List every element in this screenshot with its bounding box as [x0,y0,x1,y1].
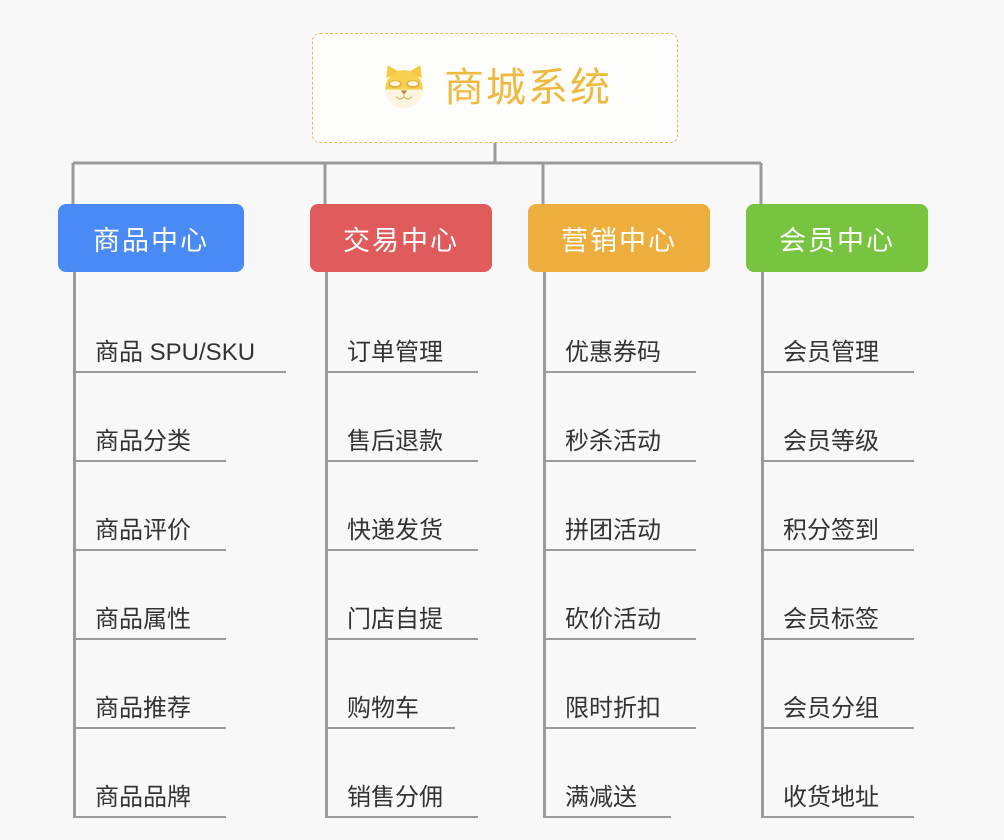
leaf-item-label: 商品推荐 [95,695,191,722]
leaf-item-label: 商品分类 [95,428,191,455]
leaf-item[interactable]: 销售分佣 [325,729,492,818]
leaf-item-label: 会员标签 [783,606,879,633]
leaf-item-label: 门店自提 [347,606,443,633]
leaf-item-label: 拼团活动 [565,517,661,544]
leaf-item-underline [73,549,226,551]
branch-column-member-center: 会员中心会员管理会员等级积分签到会员标签会员分组收货地址 [746,204,928,818]
leaf-item-underline [73,638,226,640]
leaf-item-underline [543,549,696,551]
leaf-item-underline [325,816,478,818]
branch-column-trade-center: 交易中心订单管理售后退款快递发货门店自提购物车销售分佣 [310,204,492,818]
leaf-item-underline [543,460,696,462]
leaf-item-underline [325,727,455,729]
leaf-item-label: 会员分组 [783,695,879,722]
branch-header-member-center[interactable]: 会员中心 [746,204,928,272]
leaf-item-label: 积分签到 [783,517,879,544]
leaf-item-underline [73,460,226,462]
leaf-item-underline [761,460,914,462]
leaf-item[interactable]: 商品属性 [73,551,244,640]
branch-items-member-center: 会员管理会员等级积分签到会员标签会员分组收货地址 [761,272,928,818]
leaf-item[interactable]: 快递发货 [325,462,492,551]
leaf-item-label: 销售分佣 [347,784,443,811]
leaf-item[interactable]: 会员管理 [761,284,928,373]
branch-items-product-center: 商品 SPU/SKU 商品分类商品评价商品属性商品推荐商品品牌 [73,272,286,818]
leaf-item-label: 砍价活动 [565,606,661,633]
leaf-item[interactable]: 购物车 [325,640,492,729]
leaf-item[interactable]: 会员等级 [761,373,928,462]
leaf-item-underline [325,460,478,462]
branch-header-label: 交易中心 [343,225,459,256]
leaf-item-label: 商品评价 [95,517,191,544]
leaf-item-underline [325,638,478,640]
branch-header-marketing-center[interactable]: 营销中心 [528,204,710,272]
leaf-item[interactable]: 拼团活动 [543,462,710,551]
branch-header-product-center[interactable]: 商品中心 [58,204,244,272]
branch-header-label: 会员中心 [779,225,895,256]
leaf-item[interactable]: 收货地址 [761,729,928,818]
branch-header-label: 商品中心 [93,225,209,256]
leaf-item[interactable]: 秒杀活动 [543,373,710,462]
leaf-item[interactable]: 商品品牌 [73,729,244,818]
leaf-item-label: 满减送 [565,784,637,811]
leaf-item[interactable]: 商品 SPU/SKU [73,284,286,373]
branch-column-marketing-center: 营销中心优惠券码秒杀活动拼团活动砍价活动限时折扣满减送 [528,204,710,818]
leaf-item[interactable]: 限时折扣 [543,640,710,729]
leaf-item-label: 商品品牌 [95,784,191,811]
leaf-item-underline [325,371,478,373]
leaf-item[interactable]: 积分签到 [761,462,928,551]
root-title: 商城系统 [444,66,612,110]
leaf-item[interactable]: 门店自提 [325,551,492,640]
leaf-item[interactable]: 会员分组 [761,640,928,729]
leaf-item[interactable]: 优惠券码 [543,284,710,373]
root-node[interactable]: 商城系统 [312,33,678,143]
leaf-item-underline [543,638,696,640]
shiba-dog-face-icon [378,62,430,114]
leaf-item-label: 快递发货 [347,517,443,544]
leaf-item-underline [543,727,696,729]
leaf-item-label: 会员管理 [783,339,879,366]
leaf-item-underline [73,371,286,373]
leaf-item-label: 优惠券码 [565,339,661,366]
leaf-item-underline [761,816,914,818]
branch-spine-member-center [761,272,764,818]
leaf-item-label: 购物车 [347,695,419,722]
branch-spine-marketing-center [543,272,546,818]
branch-column-product-center: 商品中心商品 SPU/SKU 商品分类商品评价商品属性商品推荐商品品牌 [58,204,286,818]
leaf-item[interactable]: 订单管理 [325,284,492,373]
branch-spine-product-center [73,272,76,818]
leaf-item-label: 订单管理 [347,339,443,366]
leaf-item-underline [73,816,226,818]
leaf-item-label: 售后退款 [347,428,443,455]
leaf-item[interactable]: 砍价活动 [543,551,710,640]
leaf-item-underline [325,549,478,551]
leaf-item-underline [761,727,914,729]
leaf-item-underline [543,371,696,373]
leaf-item-underline [543,816,671,818]
leaf-item[interactable]: 会员标签 [761,551,928,640]
leaf-item[interactable]: 商品评价 [73,462,244,551]
leaf-item-label: 会员等级 [783,428,879,455]
leaf-item[interactable]: 商品推荐 [73,640,244,729]
leaf-item-label: 商品 SPU/SKU [95,339,256,366]
branch-header-label: 营销中心 [561,225,677,256]
leaf-item-underline [73,727,226,729]
branch-header-trade-center[interactable]: 交易中心 [310,204,492,272]
leaf-item-underline [761,549,914,551]
leaf-item[interactable]: 售后退款 [325,373,492,462]
leaf-item-label: 限时折扣 [565,695,661,722]
branch-spine-trade-center [325,272,328,818]
branch-items-trade-center: 订单管理售后退款快递发货门店自提购物车销售分佣 [325,272,492,818]
leaf-item-underline [761,638,914,640]
leaf-item-underline [761,371,914,373]
leaf-item-label: 秒杀活动 [565,428,661,455]
leaf-item[interactable]: 满减送 [543,729,710,818]
leaf-item-label: 收货地址 [783,784,879,811]
leaf-item-label: 商品属性 [95,606,191,633]
branch-items-marketing-center: 优惠券码秒杀活动拼团活动砍价活动限时折扣满减送 [543,272,710,818]
leaf-item[interactable]: 商品分类 [73,373,244,462]
